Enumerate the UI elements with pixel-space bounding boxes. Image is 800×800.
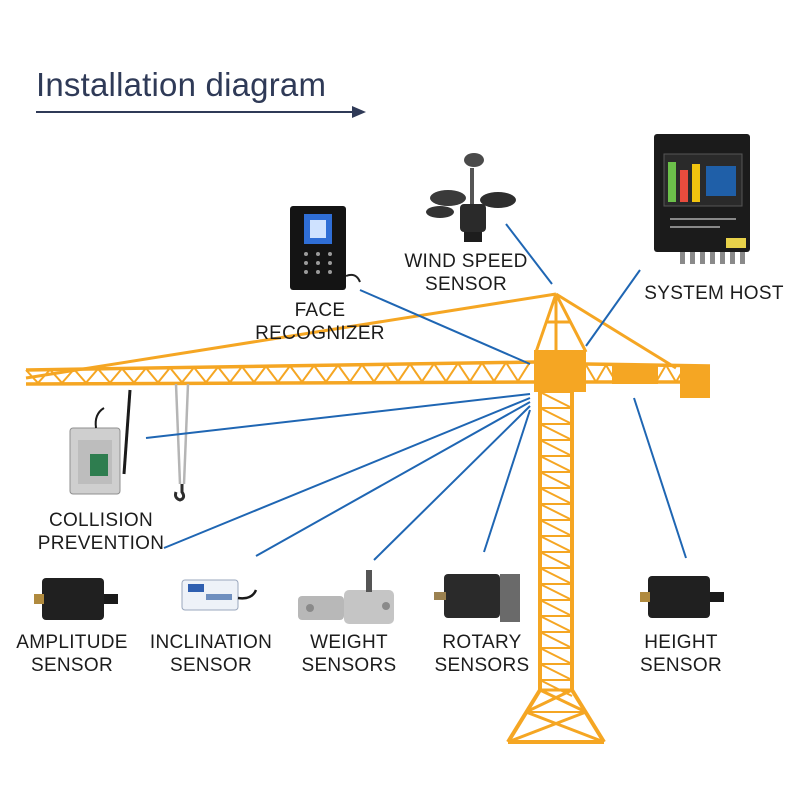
inclination-sensor-image: [181, 579, 258, 611]
connection-lines: [145, 223, 687, 561]
system-host-image: [654, 134, 750, 264]
label-face-recognizer: FACE RECOGNIZER: [240, 299, 400, 345]
label-line: WIND SPEED: [404, 251, 528, 272]
label-line: INCLINATION: [149, 632, 273, 653]
title-underline-arrow: [36, 106, 366, 118]
label-line: WEIGHT: [310, 632, 388, 653]
diagram-title: Installation diagram: [36, 66, 327, 103]
label-inclination-sensor: INCLINATION SENSOR: [142, 631, 280, 677]
label-line: FACE: [294, 300, 346, 321]
counterweight: [680, 366, 710, 398]
label-line: AMPLITUDE: [16, 632, 128, 653]
label-line: HEIGHT: [644, 632, 718, 653]
label-line: SENSORS: [434, 655, 530, 676]
wind-speed-sensor-image: [426, 153, 516, 242]
label-line: SENSORS: [301, 655, 397, 676]
label-wind-speed-sensor: WIND SPEED SENSOR: [396, 250, 536, 296]
face-recognizer-image: [290, 206, 361, 290]
label-line: COLLISION: [48, 510, 154, 531]
label-rotary-sensors: ROTARY SENSORS: [424, 631, 540, 677]
tower-crane: [25, 292, 711, 744]
label-line: SENSOR: [639, 655, 723, 676]
crane-hook: [174, 383, 190, 502]
label-line: ROTARY: [442, 632, 522, 653]
label-line: SENSOR: [169, 655, 253, 676]
height-sensor-image: [640, 576, 724, 618]
label-system-host: SYSTEM HOST: [636, 282, 792, 305]
label-height-sensor: HEIGHT SENSOR: [626, 631, 736, 677]
label-amplitude-sensor: AMPLITUDE SENSOR: [6, 631, 138, 677]
label-line: SENSOR: [424, 274, 508, 295]
amplitude-sensor-image: [34, 578, 118, 620]
label-line: RECOGNIZER: [255, 323, 385, 344]
label-line: SYSTEM HOST: [644, 283, 784, 304]
label-collision-prevention: COLLISION PREVENTION: [26, 509, 176, 555]
rotary-sensor-image: [434, 574, 520, 622]
label-line: PREVENTION: [37, 533, 165, 554]
crane-cabin: [534, 350, 586, 392]
label-line: SENSOR: [30, 655, 114, 676]
label-weight-sensors: WEIGHT SENSORS: [290, 631, 408, 677]
counter-block: [612, 364, 658, 384]
weight-sensors-image: [298, 570, 394, 624]
collision-prevention-image: [69, 389, 132, 495]
